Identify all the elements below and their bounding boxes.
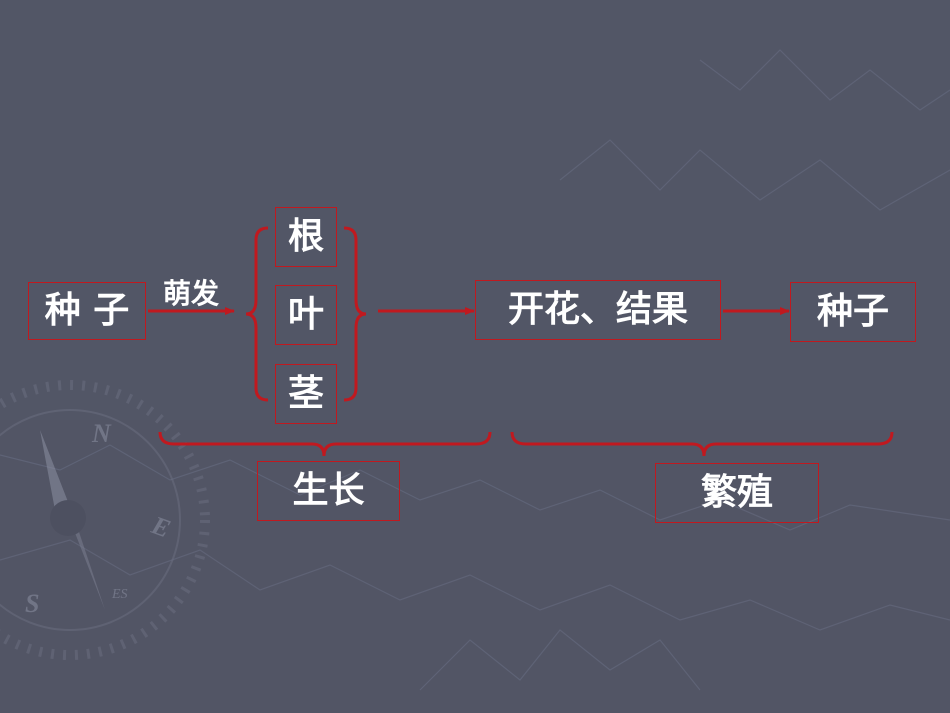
reproduction-box: 繁殖	[655, 463, 819, 523]
flower-fruit-box: 开花、结果	[475, 280, 721, 340]
seed-end-box: 种子	[790, 282, 916, 342]
compass-decoration: N E S ES	[0, 380, 210, 660]
stem-box: 茎	[275, 364, 337, 424]
right-curly-brace	[343, 226, 367, 402]
growth-under-brace	[158, 431, 492, 457]
compass-n-letter: N	[91, 419, 112, 448]
compass-s-letter: S	[25, 589, 39, 618]
growth-box: 生长	[257, 461, 400, 521]
compass-es-letter: ES	[111, 587, 128, 602]
stem-label: 茎	[287, 373, 324, 414]
leaf-box: 叶	[275, 285, 337, 345]
leaf-label: 叶	[287, 294, 324, 335]
growth-label: 生长	[292, 470, 365, 511]
root-box: 根	[275, 207, 337, 267]
reproduction-under-brace	[510, 431, 894, 457]
seed-start-box: 种 子	[28, 282, 146, 340]
seed-end-label: 种子	[816, 291, 889, 332]
seed-start-label: 种 子	[44, 290, 130, 331]
germinate-edge-label: 萌发	[163, 277, 220, 310]
left-curly-brace	[245, 226, 269, 402]
reproduction-label: 繁殖	[700, 472, 773, 513]
root-label: 根	[287, 216, 324, 257]
flower-fruit-label: 开花、结果	[507, 289, 688, 330]
